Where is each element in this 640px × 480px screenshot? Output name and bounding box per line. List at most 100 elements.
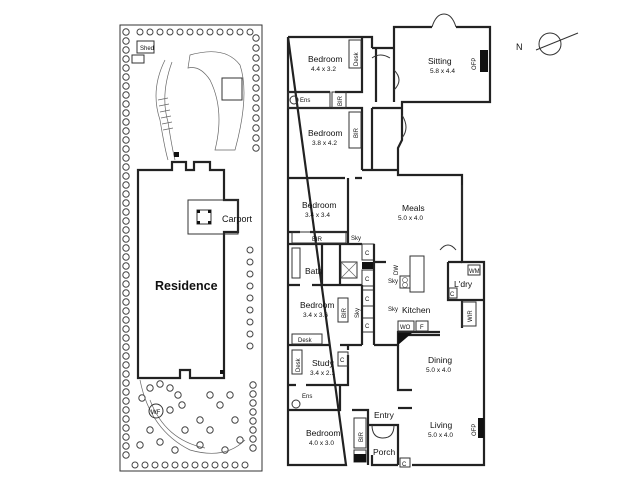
tree-symbol bbox=[122, 82, 130, 90]
sky-3: Sky bbox=[388, 279, 398, 285]
tree-symbol bbox=[176, 28, 184, 36]
meals-door bbox=[439, 244, 457, 251]
bir2-label: BIR bbox=[354, 127, 360, 138]
tree-symbol bbox=[146, 426, 154, 434]
ofp-living bbox=[478, 418, 484, 438]
sitting-glazing bbox=[431, 13, 457, 28]
site-boundary bbox=[119, 24, 263, 472]
bedroom4-name: Bedroom bbox=[300, 300, 335, 310]
sky-4: Sky bbox=[388, 307, 398, 313]
tree-symbol bbox=[191, 461, 199, 469]
car-symbol bbox=[196, 209, 212, 225]
bath-tub bbox=[291, 247, 301, 279]
car-dot-2 bbox=[208, 210, 211, 213]
wo-label: WO bbox=[400, 325, 411, 331]
bedroom1-name: Bedroom bbox=[308, 54, 343, 64]
compass-circle bbox=[538, 32, 562, 56]
bedroom5-walls bbox=[352, 408, 370, 465]
tree-symbol bbox=[252, 114, 260, 122]
cupboard-2-label: C bbox=[365, 277, 370, 283]
tree-symbol bbox=[122, 46, 130, 54]
tree-symbol bbox=[122, 451, 130, 459]
wm bbox=[467, 264, 481, 276]
tree-symbol bbox=[181, 461, 189, 469]
tree-symbol bbox=[122, 289, 130, 297]
tree-symbol bbox=[231, 461, 239, 469]
desk-bed1-label: Desk bbox=[354, 51, 360, 66]
tree-symbol bbox=[122, 217, 130, 225]
gate-post bbox=[220, 370, 224, 374]
bath-fixture bbox=[340, 261, 358, 279]
shed-label: Shed bbox=[140, 46, 154, 52]
tree-symbol bbox=[246, 258, 254, 266]
tree-symbol bbox=[252, 144, 260, 152]
wf-circle bbox=[148, 403, 164, 419]
bir4 bbox=[337, 297, 349, 323]
tree-symbol bbox=[122, 442, 130, 450]
tree-symbol bbox=[249, 399, 257, 407]
tree-symbol bbox=[122, 424, 130, 432]
tree-symbol bbox=[252, 94, 260, 102]
ens1 bbox=[287, 91, 331, 109]
tree-symbol bbox=[249, 435, 257, 443]
tree-symbol bbox=[156, 380, 164, 388]
tree-symbol bbox=[246, 306, 254, 314]
tree-symbol bbox=[122, 244, 130, 252]
cupboard-bed5-fill bbox=[354, 454, 366, 462]
tree-symbol bbox=[252, 44, 260, 52]
tree-symbol bbox=[122, 271, 130, 279]
tree-symbol bbox=[122, 379, 130, 387]
sky-1: Sky bbox=[351, 236, 361, 242]
tree-symbol bbox=[226, 28, 234, 36]
tree-symbol bbox=[122, 406, 130, 414]
tree-symbol bbox=[122, 370, 130, 378]
tree-symbol bbox=[122, 226, 130, 234]
entry-doors bbox=[371, 424, 395, 439]
tree-symbol bbox=[246, 282, 254, 290]
bbq bbox=[131, 54, 145, 64]
tree-symbol bbox=[249, 426, 257, 434]
cupboard-4-label: C bbox=[365, 324, 370, 330]
path-steps bbox=[157, 97, 174, 131]
ens2-label: Ens bbox=[302, 394, 312, 400]
living-name: Living bbox=[430, 420, 452, 430]
tree-symbol bbox=[226, 391, 234, 399]
tree-symbol bbox=[122, 361, 130, 369]
bir2 bbox=[348, 111, 362, 149]
tree-symbol bbox=[146, 384, 154, 392]
bath-label: Bath bbox=[305, 266, 323, 276]
basin bbox=[289, 95, 299, 105]
bir3-label: BIR bbox=[312, 237, 323, 243]
lawn-edge bbox=[139, 379, 246, 454]
tree-symbol bbox=[122, 154, 130, 162]
bedroom2-dims: 3.8 x 4.2 bbox=[312, 140, 337, 147]
study-dims: 3.4 x 2.1 bbox=[310, 370, 335, 377]
kitchen-label: Kitchen bbox=[402, 305, 431, 315]
tree-symbol bbox=[211, 461, 219, 469]
bath-fixture-x bbox=[340, 261, 358, 279]
bir1-label: BIR bbox=[338, 95, 344, 106]
garden-path bbox=[155, 59, 176, 161]
tree-symbol bbox=[252, 64, 260, 72]
tree-symbol bbox=[174, 391, 182, 399]
car-dot-1 bbox=[197, 210, 200, 213]
meals-name: Meals bbox=[402, 203, 425, 213]
bedroom3-dims: 3.4 x 3.4 bbox=[305, 212, 330, 219]
tree-symbol bbox=[122, 127, 130, 135]
sitting-name: Sitting bbox=[428, 56, 452, 66]
garden-bed bbox=[187, 51, 245, 151]
tree-symbol bbox=[196, 441, 204, 449]
tree-symbol bbox=[221, 446, 229, 454]
shed bbox=[136, 40, 155, 54]
bedroom2-name: Bedroom bbox=[308, 128, 343, 138]
wall-oven bbox=[397, 320, 415, 332]
outer-walls bbox=[286, 25, 492, 467]
tree-symbol bbox=[122, 145, 130, 153]
sitting-dims: 5.8 x 4.4 bbox=[430, 68, 455, 75]
tree-symbol bbox=[122, 253, 130, 261]
ens1-label: Ens bbox=[300, 98, 310, 104]
living-dims: 5.0 x 4.0 bbox=[428, 432, 453, 439]
tree-symbol bbox=[156, 28, 164, 36]
tree-symbol bbox=[246, 342, 254, 350]
house-floor-plan: Desk Ens BIR Bedroom 4.4 x 3.2 BIR Bedro… bbox=[286, 13, 492, 468]
